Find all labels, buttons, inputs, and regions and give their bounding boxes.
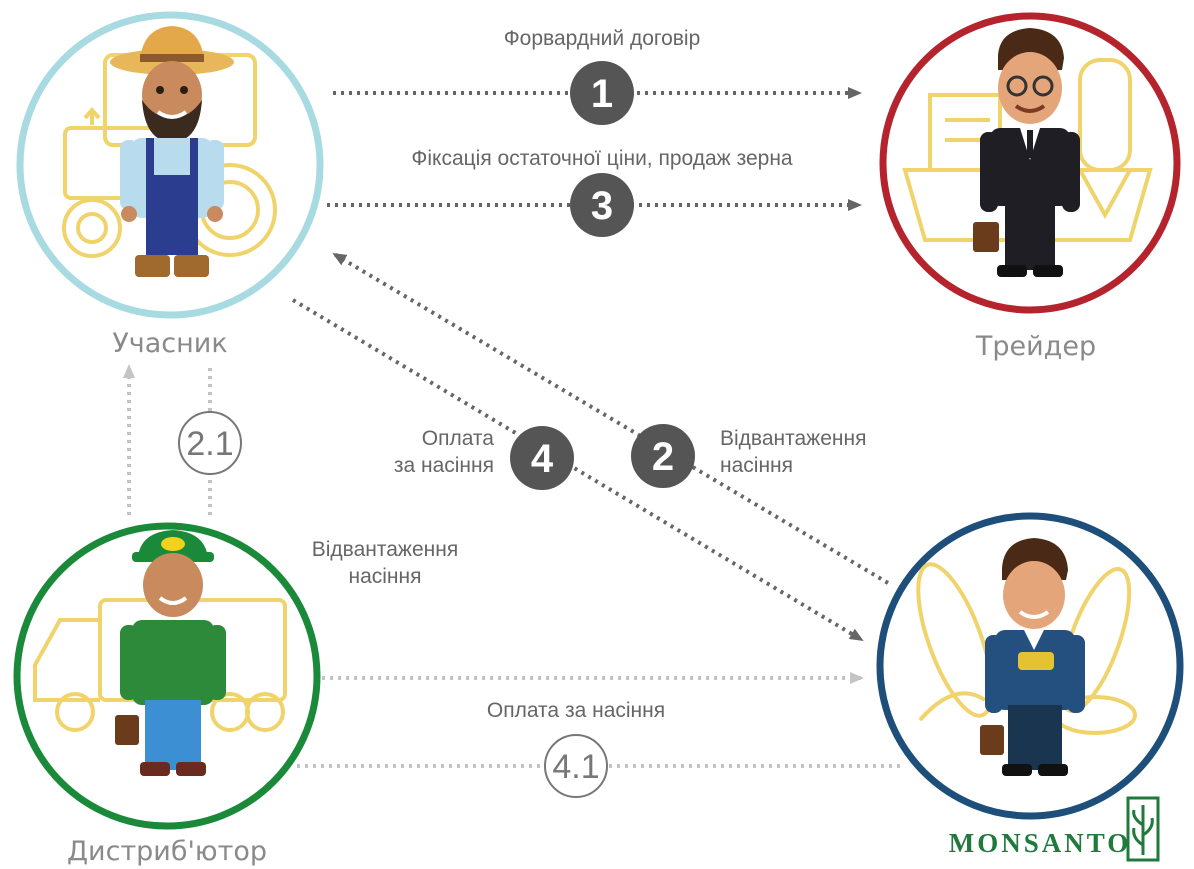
edge-3-label: Фіксація остаточної ціни, продаж зерна (411, 147, 793, 170)
distributor-figure (115, 530, 226, 776)
step-badge-2-1-text: 2.1 (186, 425, 233, 463)
distributor-label: Дистриб'ютор (67, 836, 267, 867)
edge-2-1-label-line2: насіння (348, 565, 421, 588)
trader-figure (973, 28, 1080, 277)
distributor-node: Дистриб'ютор (13, 522, 321, 867)
edge-forward-contract: Форвардний договір 1 (333, 27, 862, 125)
farmer-node: Учасник (16, 11, 324, 359)
monsanto-brand-text: MONSANTO (949, 828, 1132, 858)
edge-4-label-line1: Оплата (422, 427, 495, 450)
edge-price-fixing: Фіксація остаточної ціни, продаж зерна 3 (327, 147, 862, 237)
edge-4-label-line2: за насіння (394, 454, 494, 477)
monsanto-figure (980, 538, 1085, 776)
edge-2-label-line2: насіння (720, 454, 793, 477)
step-badge-3 (570, 173, 634, 237)
edge-2-label-line1: Відвантаження (720, 427, 866, 450)
edge-distributor-shipment: 2.1 Відвантаження насіння (123, 364, 458, 588)
monsanto-logo-icon (1126, 796, 1160, 862)
step-badge-2-text: 2 (652, 435, 674, 479)
step-badge-4-1 (544, 734, 608, 798)
edge-4-1-label: Оплата за насіння (487, 699, 665, 722)
farmer-figure (110, 26, 234, 277)
corn-icon (916, 562, 1137, 735)
edge-seed-payment: 4 Оплата за насіння (291, 298, 864, 642)
step-badge-1-text: 1 (591, 72, 613, 116)
edge-2-1-label-line1: Відвантаження (312, 538, 458, 561)
step-badge-1 (570, 61, 634, 125)
trader-label: Трейдер (975, 331, 1096, 362)
step-badge-4-text: 4 (531, 437, 554, 481)
step-badge-4 (510, 426, 574, 490)
edge-seed-shipment: 2 Відвантаження насіння (332, 252, 890, 585)
step-badge-2 (631, 424, 695, 488)
farmer-label: Учасник (112, 328, 227, 359)
trader-node: Трейдер (879, 12, 1181, 362)
step-badge-4-1-text: 4.1 (552, 748, 599, 786)
step-badge-2-1 (178, 411, 242, 475)
edge-1-label: Форвардний договір (504, 27, 701, 50)
monsanto-node: MONSANTO (876, 512, 1184, 862)
step-badge-3-text: 3 (591, 184, 613, 228)
edge-distributor-payment: Оплата за насіння 4.1 (297, 672, 905, 798)
